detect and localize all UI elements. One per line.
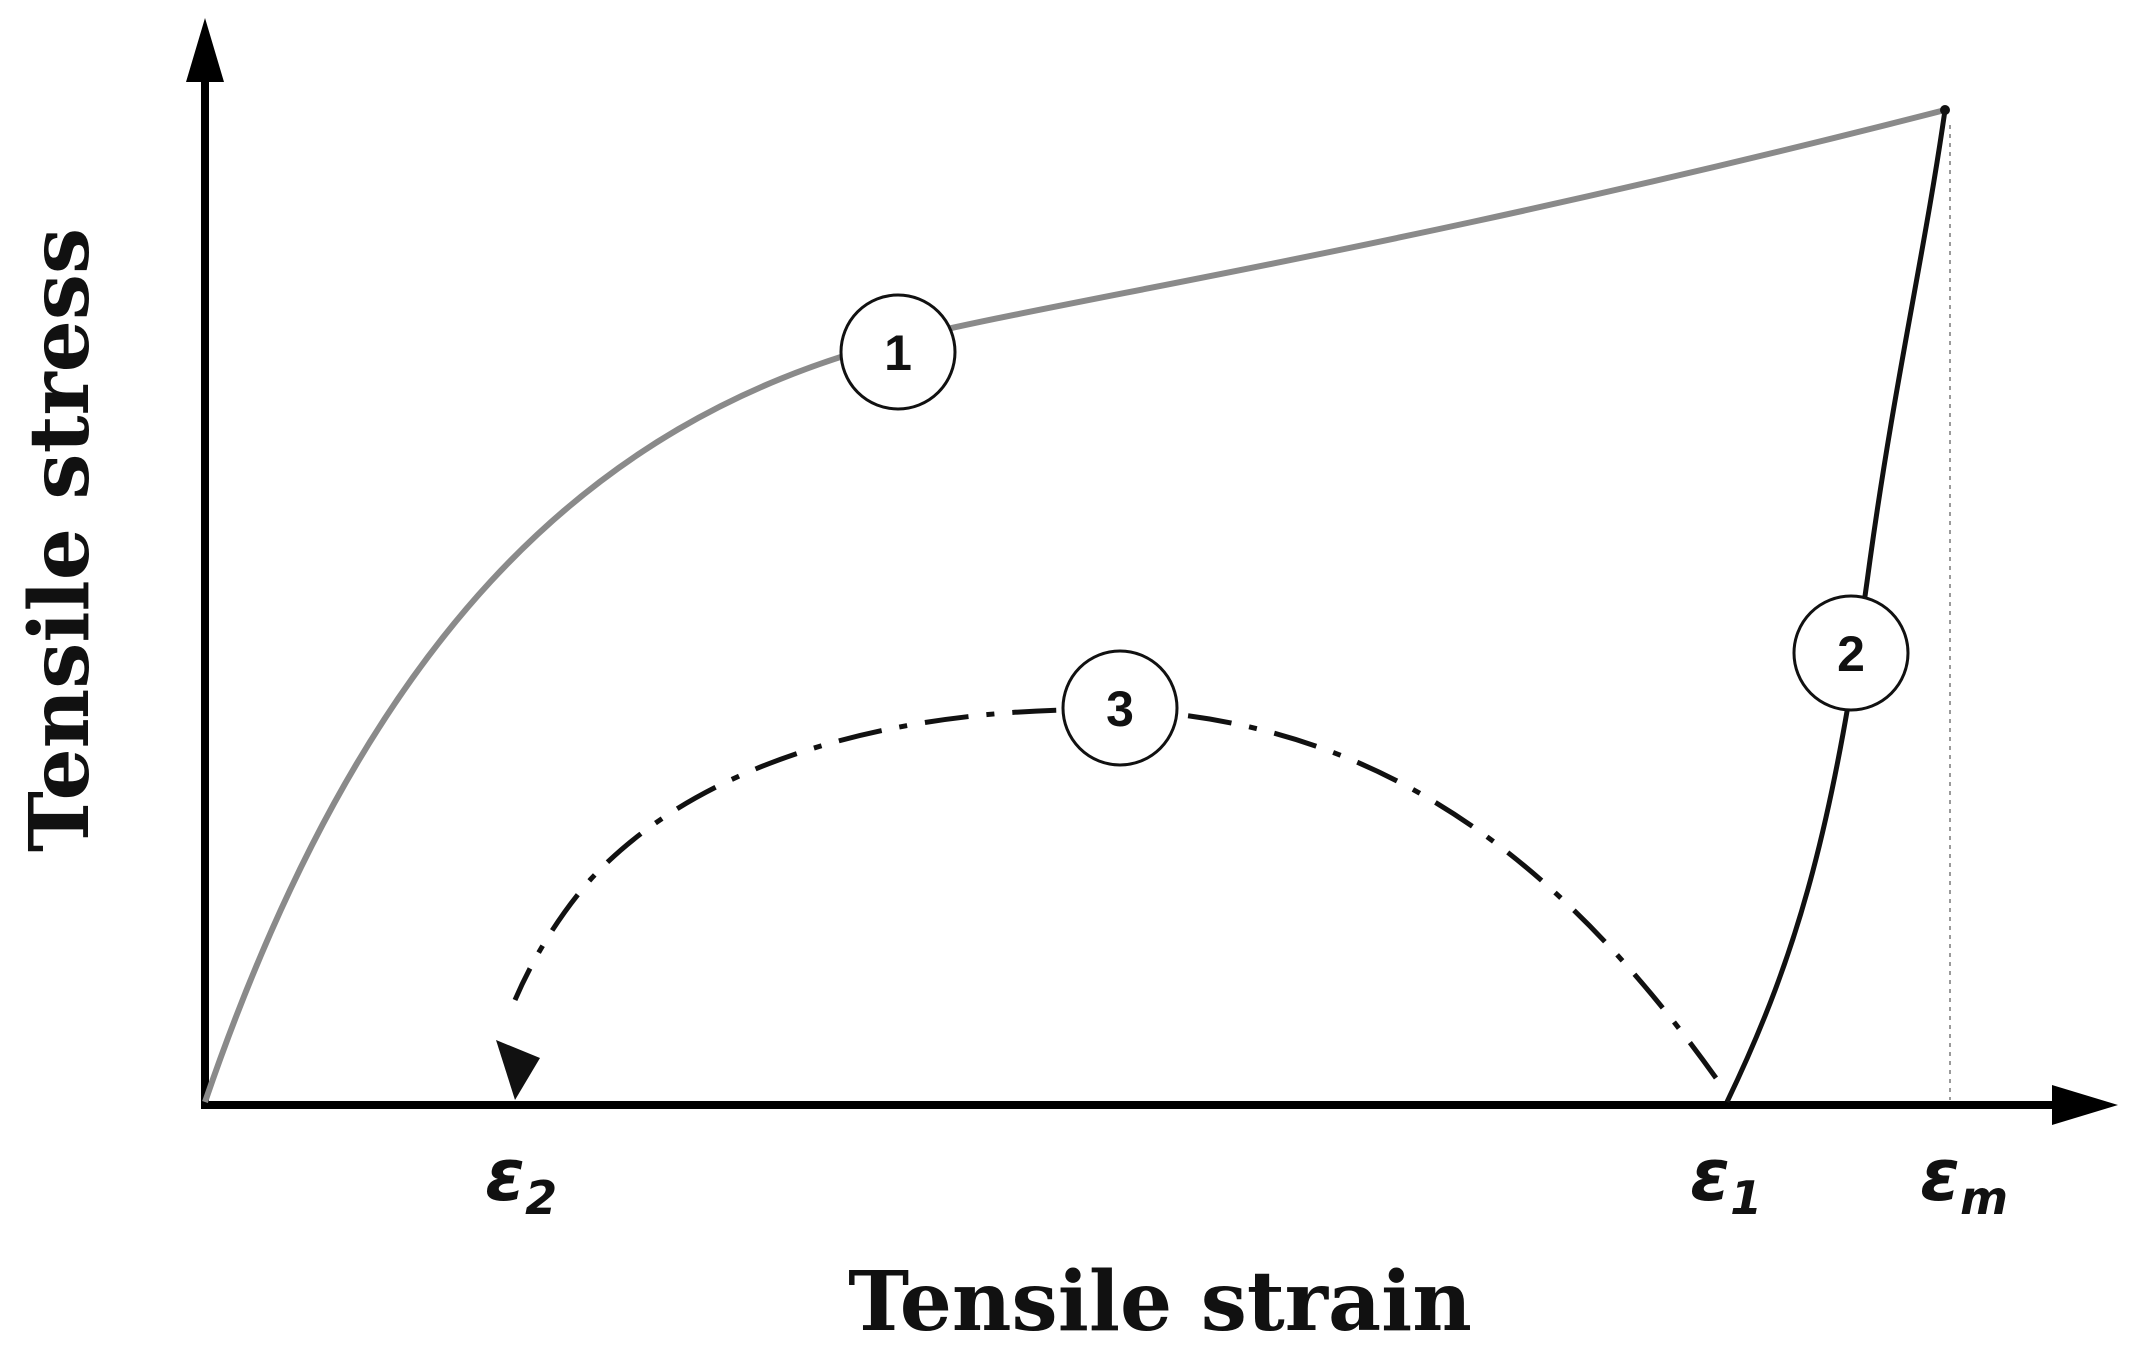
- curve-loading: [202, 107, 1946, 1103]
- x-axis-title: Tensile strain: [848, 1254, 1472, 1350]
- strain-label-epsm: εm: [1920, 1133, 2008, 1225]
- strain-label-eps2: ε2: [485, 1133, 557, 1225]
- svg-text:2: 2: [1837, 626, 1865, 682]
- strain-label-eps1: ε1: [1690, 1133, 1762, 1225]
- badge-curve-3: 3: [1061, 649, 1179, 767]
- y-axis-arrowhead: [186, 18, 224, 82]
- recovery-arrowhead: [496, 1040, 540, 1100]
- badge-curve-2: 2: [1792, 594, 1910, 712]
- curve-unloading: [1724, 109, 1948, 1104]
- curve-recovery: [512, 707, 1719, 1080]
- curve-peak-point: [1940, 105, 1950, 115]
- svg-text:3: 3: [1106, 681, 1134, 737]
- svg-text:1: 1: [884, 325, 912, 381]
- y-axis-title: Tensile stress: [12, 228, 108, 852]
- x-axis-arrowhead: [2052, 1085, 2118, 1125]
- badge-curve-1: 1: [839, 293, 957, 411]
